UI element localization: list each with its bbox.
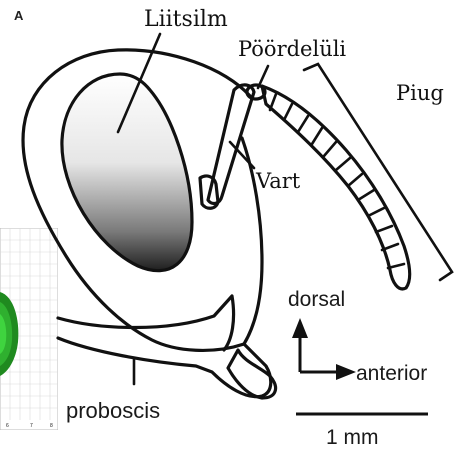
eye-label: Liitsilm	[144, 7, 228, 32]
inset-plot: 6 7 8	[0, 228, 58, 430]
gena-ridge-line	[58, 296, 234, 350]
anterior-arrowhead	[336, 364, 356, 380]
panel-letter: A	[14, 8, 24, 23]
scape-label: Vart	[255, 169, 301, 193]
dorsal-label: dorsal	[288, 288, 345, 311]
orientation-indicator: dorsal anterior	[288, 288, 427, 385]
inset-tick-label: 6	[6, 423, 9, 429]
anterior-label: anterior	[356, 362, 427, 385]
pedicel-label: Pöördelüli	[238, 37, 346, 61]
dorsal-arrowhead	[292, 318, 308, 338]
inset-tick-label: 8	[50, 423, 53, 429]
flagellum-label: Piug	[396, 81, 444, 105]
scale-bar-label: 1 mm	[326, 426, 379, 449]
antenna	[200, 85, 410, 289]
inset-tick-label: 7	[30, 423, 33, 429]
compound-eye	[62, 74, 192, 271]
proboscis-label: proboscis	[66, 398, 160, 423]
